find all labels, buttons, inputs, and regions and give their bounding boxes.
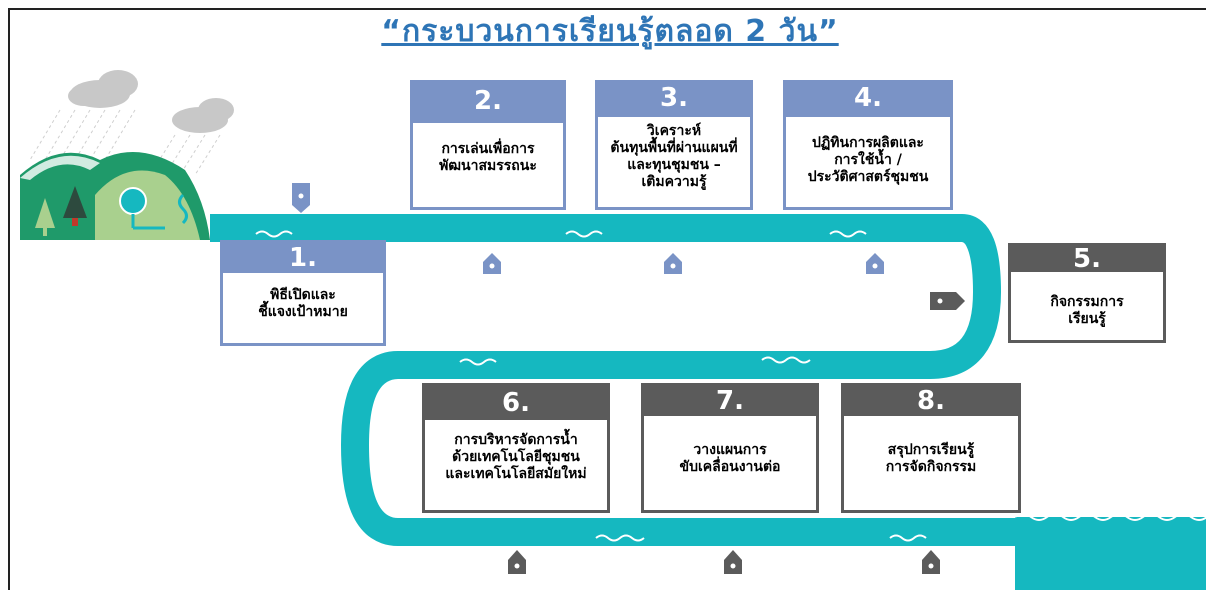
marker-icon <box>508 550 526 574</box>
step-number: 5. <box>1011 246 1163 272</box>
step-text-line: วิเคราะห์ <box>646 123 702 139</box>
step-text-line: พัฒนาสมรรถนะ <box>439 158 537 174</box>
step-text-line: สรุปการเรียนรู้ <box>887 442 975 458</box>
step-text-line: การจัดกิจกรรม <box>885 459 977 475</box>
step-text-line: ต้นทุนพื้นที่ผ่านแผนที่ <box>610 140 738 156</box>
step-card-1: 1. พิธีเปิดและ ชี้แจงเป้าหมาย <box>220 240 386 346</box>
step-text: วิเคราะห์ ต้นทุนพื้นที่ผ่านแผนที่ และทุน… <box>602 123 746 191</box>
step-text-line: และทุนชุมชน – <box>627 157 721 173</box>
step-text-line: เรียนรู้ <box>1068 311 1106 327</box>
step-text-line: ขับเคลื่อนงานต่อ <box>679 459 781 475</box>
step-text-line: การใช้น้ำ / <box>834 152 902 168</box>
step-number: 7. <box>644 386 816 416</box>
step-text: วางแผนการ ขับเคลื่อนงานต่อ <box>648 442 812 476</box>
step-text: กิจกรรมการ เรียนรู้ <box>1015 294 1159 328</box>
river-path <box>210 214 1015 546</box>
marker-icons-gray <box>508 292 965 574</box>
step-text: ปฏิทินการผลิตและ การใช้น้ำ / ประวัติศาสต… <box>790 135 946 186</box>
marker-icon <box>930 292 965 310</box>
step-card-5: 5. กิจกรรมการ เรียนรู้ <box>1008 243 1166 343</box>
step-text-line: เติมความรู้ <box>641 174 707 190</box>
step-text-line: การบริหารจัดการน้ำ <box>454 432 578 448</box>
step-number: 4. <box>786 83 950 117</box>
step-text-line: การเล่นเพื่อการ <box>441 141 535 157</box>
step-text: การบริหารจัดการน้ำ ด้วยเทคโนโลยีชุมชน แล… <box>429 432 603 483</box>
page-title: “กระบวนการเรียนรู้ตลอด 2 วัน” <box>381 14 839 49</box>
wave-marks <box>255 230 927 542</box>
step-number: 2. <box>413 83 563 123</box>
step-card-4: 4. ปฏิทินการผลิตและ การใช้น้ำ / ประวัติศ… <box>783 80 953 210</box>
tree-icon <box>35 186 188 236</box>
step-text: สรุปการเรียนรู้ การจัดกิจกรรม <box>848 442 1014 476</box>
left-border <box>8 8 10 590</box>
top-border <box>8 8 1206 10</box>
step-card-2: 2. การเล่นเพื่อการ พัฒนาสมรรถนะ <box>410 80 566 210</box>
step-text-line: วางแผนการ <box>693 442 767 458</box>
step-number: 6. <box>425 386 607 420</box>
rain-icon <box>29 109 221 176</box>
marker-icon <box>922 550 940 574</box>
step-card-8: 8. สรุปการเรียนรู้ การจัดกิจกรรม <box>841 383 1021 513</box>
cloud-icon <box>68 70 234 133</box>
step-card-6: 6. การบริหารจัดการน้ำ ด้วยเทคโนโลยีชุมชน… <box>422 383 610 513</box>
step-number: 1. <box>223 243 383 273</box>
step-text-line: และเทคโนโลยีสมัยใหม่ <box>445 466 587 482</box>
step-text-line: ปฏิทินการผลิตและ <box>812 135 924 151</box>
step-text-line: ชี้แจงเป้าหมาย <box>258 304 348 320</box>
step-text-line: ประวัติศาสตร์ชุมชน <box>807 169 929 185</box>
step-text-line: ด้วยเทคโนโลยีชุมชน <box>452 449 580 465</box>
step-text-line: กิจกรรมการ <box>1050 294 1124 310</box>
step-card-7: 7. วางแผนการ ขับเคลื่อนงานต่อ <box>641 383 819 513</box>
step-card-3: 3. วิเคราะห์ ต้นทุนพื้นที่ผ่านแผนที่ และ… <box>595 80 753 210</box>
marker-icon <box>724 550 742 574</box>
step-text-line: พิธีเปิดและ <box>270 287 336 303</box>
step-text: การเล่นเพื่อการ พัฒนาสมรรถนะ <box>417 141 559 175</box>
step-text: พิธีเปิดและ ชี้แจงเป้าหมาย <box>227 287 379 321</box>
lake <box>1015 517 1206 590</box>
step-number: 8. <box>844 386 1018 416</box>
step-number: 3. <box>598 83 750 117</box>
